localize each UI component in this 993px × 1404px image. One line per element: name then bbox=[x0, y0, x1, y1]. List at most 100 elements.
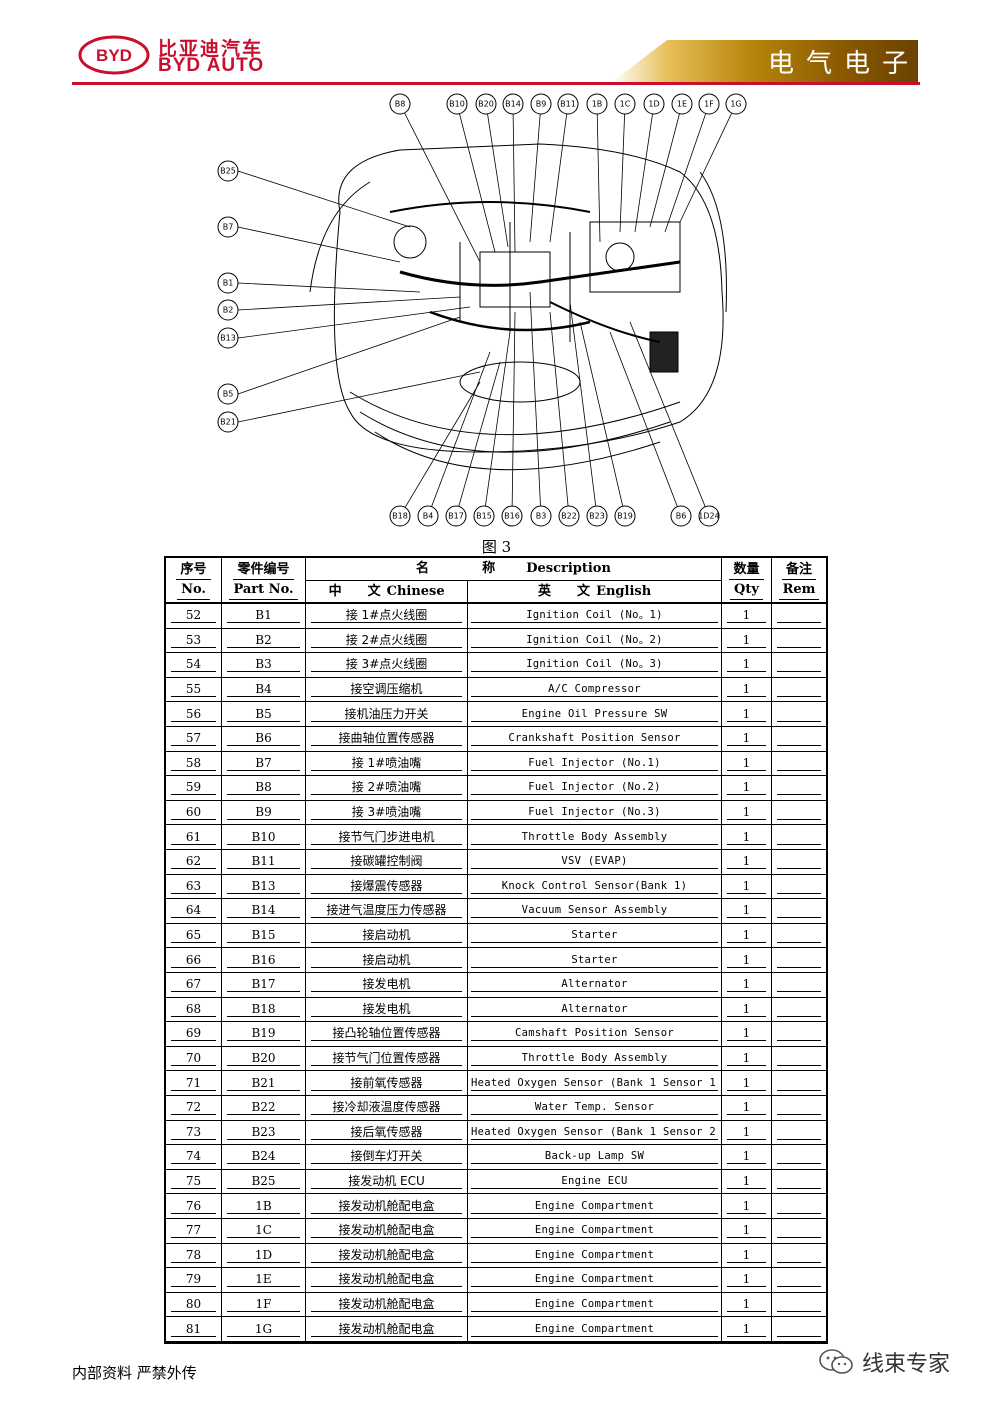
cell-qty: 1 bbox=[722, 1268, 772, 1292]
cell-rem-text bbox=[777, 854, 821, 870]
callout-b20: B20 bbox=[475, 93, 497, 115]
callout-label: 1F bbox=[704, 100, 714, 109]
cell-chinese: 接发动机舱配电盒 bbox=[306, 1243, 468, 1268]
cell-part-no-text: 1B bbox=[227, 1199, 300, 1214]
cell-part-no: B3 bbox=[222, 653, 306, 677]
callout-b23: B23 bbox=[586, 505, 608, 527]
cell-english-text: Engine Compartment bbox=[471, 1223, 718, 1239]
callout-1f: 1F bbox=[698, 93, 720, 115]
cell-no: 80 bbox=[166, 1292, 222, 1317]
cell-english: Engine Compartment bbox=[468, 1243, 722, 1268]
cell-english-text: Engine ECU bbox=[471, 1174, 718, 1190]
callout-label: B15 bbox=[476, 512, 492, 521]
cell-no: 78 bbox=[166, 1243, 222, 1268]
callout-label: 1D24 bbox=[698, 512, 719, 521]
cell-no-text: 61 bbox=[171, 830, 216, 845]
cell-no-text: 65 bbox=[171, 928, 216, 944]
callout-1e: 1E bbox=[671, 93, 693, 115]
callout-label: B25 bbox=[220, 167, 236, 176]
cell-part-no-text: B21 bbox=[227, 1076, 300, 1091]
callout-label: B5 bbox=[223, 390, 234, 399]
header-no-en: No. bbox=[177, 580, 210, 600]
callout-label: B1 bbox=[223, 279, 234, 288]
cell-qty-text: 1 bbox=[727, 1297, 766, 1313]
cell-qty-text: 1 bbox=[727, 1199, 766, 1214]
cell-chinese: 接冷却液温度传感器 bbox=[306, 1096, 468, 1120]
cell-chinese-text: 接发电机 bbox=[311, 977, 462, 993]
cell-no-text: 69 bbox=[171, 1026, 216, 1042]
cell-part-no: 1E bbox=[222, 1268, 306, 1292]
callout-label: B14 bbox=[505, 100, 521, 109]
cell-english: Camshaft Position Sensor bbox=[468, 1022, 722, 1046]
cell-english-text: Starter bbox=[471, 928, 718, 944]
cell-english-text: Knock Control Sensor(Bank 1) bbox=[471, 879, 718, 894]
cell-english-text: Starter bbox=[471, 953, 718, 968]
cell-part-no-text: 1F bbox=[227, 1297, 300, 1313]
cell-no: 67 bbox=[166, 973, 222, 997]
callout-label: B23 bbox=[589, 512, 605, 521]
cell-rem-text bbox=[777, 1272, 821, 1288]
header-chinese: 中 文 Chinese bbox=[306, 581, 469, 602]
cell-rem bbox=[772, 825, 826, 849]
cell-english-text: Crankshaft Position Sensor bbox=[471, 731, 718, 747]
cell-english-text: Fuel Injector (No.3) bbox=[471, 805, 718, 821]
cell-qty: 1 bbox=[722, 1096, 772, 1120]
cell-english-text: Throttle Body Assembly bbox=[471, 830, 718, 845]
cell-part-no-text: B22 bbox=[227, 1100, 300, 1116]
cell-qty-text: 1 bbox=[727, 1272, 766, 1288]
cell-chinese-text: 接碳罐控制阀 bbox=[311, 854, 462, 870]
cell-no-text: 74 bbox=[171, 1149, 216, 1165]
cell-chinese: 接节气门位置传感器 bbox=[306, 1046, 468, 1071]
cell-qty: 1 bbox=[722, 825, 772, 849]
header-divider bbox=[72, 82, 920, 85]
cell-no-text: 76 bbox=[171, 1199, 216, 1214]
cell-english-text: Water Temp. Sensor bbox=[471, 1100, 718, 1116]
callout-b11: B11 bbox=[557, 93, 579, 115]
cell-chinese: 接发动机舱配电盒 bbox=[306, 1219, 468, 1243]
cell-chinese-text: 接 3#喷油嘴 bbox=[311, 805, 462, 821]
cell-part-no: B11 bbox=[222, 850, 306, 874]
cell-rem-text bbox=[777, 731, 821, 747]
cell-english: Starter bbox=[468, 923, 722, 948]
header-part: 零件编号 Part No. bbox=[222, 558, 306, 602]
cell-english-text: Ignition Coil (No。3) bbox=[471, 657, 718, 673]
cell-chinese: 接爆震传感器 bbox=[306, 874, 468, 899]
header-no-cn: 序号 bbox=[176, 560, 211, 580]
cell-english: Engine ECU bbox=[468, 1169, 722, 1194]
cell-qty: 1 bbox=[722, 1219, 772, 1243]
header-part-en: Part No. bbox=[229, 580, 298, 600]
cell-chinese-text: 接进气温度压力传感器 bbox=[311, 903, 462, 919]
cell-qty: 1 bbox=[722, 850, 772, 874]
callout-b19: B19 bbox=[614, 505, 636, 527]
cell-rem-text bbox=[777, 1248, 821, 1263]
cell-no: 57 bbox=[166, 727, 222, 751]
cell-no-text: 54 bbox=[171, 657, 216, 673]
cell-english: VSV (EVAP) bbox=[468, 850, 722, 874]
cell-rem-text bbox=[777, 780, 821, 796]
cell-english-text: Fuel Injector (No.1) bbox=[471, 756, 718, 771]
cell-qty-text: 1 bbox=[727, 903, 766, 919]
cell-qty-text: 1 bbox=[727, 633, 766, 648]
cell-english-text: VSV (EVAP) bbox=[471, 854, 718, 870]
header-qty-cn: 数量 bbox=[729, 560, 764, 580]
cell-qty-text: 1 bbox=[727, 780, 766, 796]
callout-label: B6 bbox=[676, 512, 687, 521]
callout-b15: B15 bbox=[473, 505, 495, 527]
cell-rem bbox=[772, 899, 826, 923]
callout-label: 1C bbox=[620, 100, 631, 109]
cell-no-text: 52 bbox=[171, 608, 216, 624]
cell-english: Fuel Injector (No.2) bbox=[468, 776, 722, 800]
cell-rem bbox=[772, 1022, 826, 1046]
cell-part-no-text: B3 bbox=[227, 657, 300, 673]
cell-no-text: 55 bbox=[171, 682, 216, 698]
cell-chinese: 接发动机舱配电盒 bbox=[306, 1194, 468, 1218]
cell-rem-text bbox=[777, 1199, 821, 1214]
cell-chinese: 接曲轴位置传感器 bbox=[306, 727, 468, 751]
cell-no-text: 67 bbox=[171, 977, 216, 993]
header-english-en: English bbox=[596, 584, 652, 599]
callout-label: B13 bbox=[220, 334, 236, 343]
callout-b4: B4 bbox=[417, 505, 439, 527]
